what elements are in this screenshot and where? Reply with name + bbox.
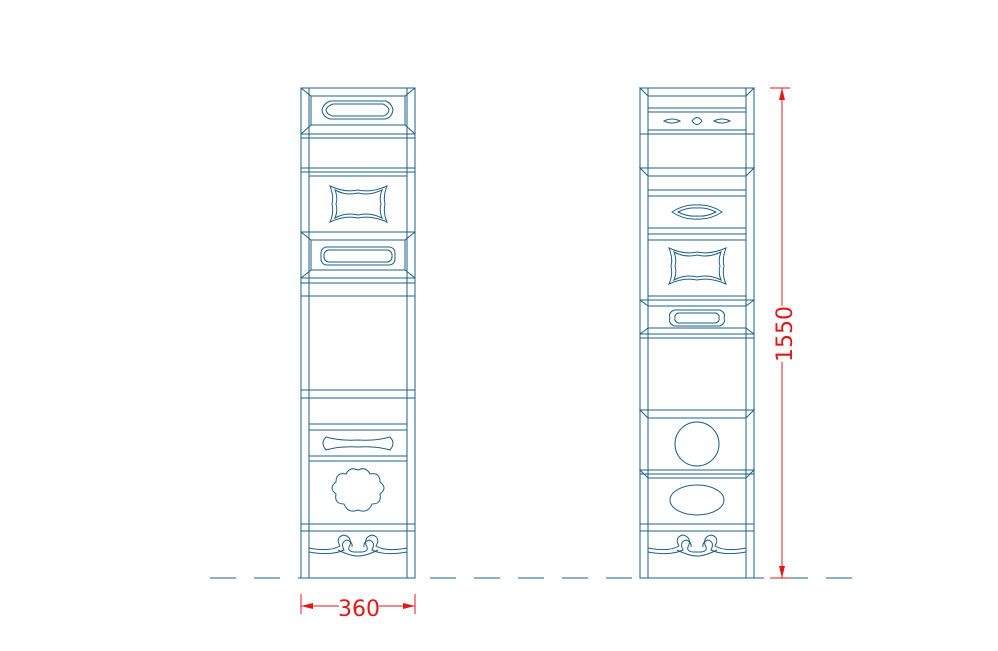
front-scroll-apron: [308, 534, 408, 553]
side-middle-cartouche: [669, 309, 725, 327]
height-dimension-label: 1550: [773, 306, 798, 362]
side-butterfly-motif: [668, 247, 727, 286]
side-top-diamond-left: [662, 118, 682, 124]
front-butterfly-motif: [329, 185, 388, 224]
width-dimension: 360: [300, 594, 416, 622]
front-top-cartouche: [321, 100, 394, 120]
front-middle-slot: [320, 246, 396, 266]
side-scroll-apron: [647, 534, 747, 553]
front-elevation: [300, 87, 416, 579]
height-dimension: 1550: [770, 87, 798, 579]
side-elevation: [638, 87, 756, 579]
side-oval-motif: [669, 484, 725, 516]
side-top-diamond-right: [712, 118, 732, 124]
side-butterfly-panel: [647, 239, 747, 297]
front-flower-motif: [331, 468, 385, 512]
front-drawer-bone-motif: [322, 436, 394, 451]
side-top-diamond-center: [691, 117, 703, 125]
width-dimension-label: 360: [338, 597, 380, 622]
side-upper-leaf-motif: [671, 204, 723, 220]
side-round-motif: [674, 421, 720, 467]
